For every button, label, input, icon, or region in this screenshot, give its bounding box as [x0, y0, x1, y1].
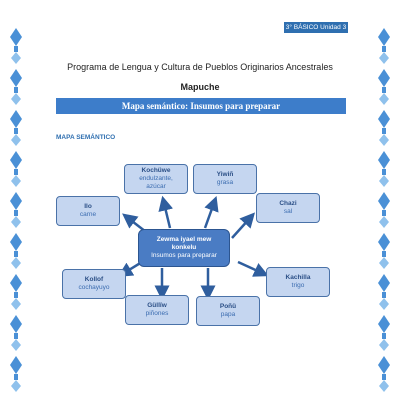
- center-node: Zewma iyael mew konkelu Insumos para pre…: [138, 229, 230, 267]
- node-word: Poñü: [219, 303, 237, 310]
- node-translation: carne: [79, 211, 97, 218]
- arrow-to-kachilla: [237, 260, 269, 277]
- border-motif: [11, 339, 21, 351]
- border-motif: [378, 315, 390, 333]
- border-motif: [379, 93, 389, 105]
- node-translation: trigo: [291, 282, 305, 289]
- node-translation: papa: [220, 311, 236, 318]
- node-word: Ilo: [84, 203, 92, 210]
- border-motif: [11, 380, 21, 392]
- node-ilo: Ilo carne: [56, 196, 120, 226]
- node-word: Kollof: [84, 276, 104, 283]
- border-motif: [11, 175, 21, 187]
- border-motif: [10, 356, 22, 374]
- border-motif: [11, 52, 21, 64]
- center-title: konkelu: [171, 244, 197, 251]
- border-motif: [378, 233, 390, 251]
- unit-badge: 3° BÁSICO Unidad 3: [284, 22, 348, 33]
- border-motif: [379, 134, 389, 146]
- border-motif: [14, 251, 18, 257]
- border-motif: [379, 298, 389, 310]
- node-word: Kachilla: [285, 274, 311, 281]
- decorative-border-left: [10, 28, 22, 392]
- border-motif: [14, 292, 18, 298]
- border-motif: [10, 233, 22, 251]
- border-motif: [382, 210, 386, 216]
- border-motif: [10, 110, 22, 128]
- border-motif: [14, 46, 18, 52]
- node-translation: cochayuyo: [78, 284, 110, 291]
- node-translation: grasa: [216, 179, 234, 186]
- border-motif: [11, 93, 21, 105]
- node-word: Yiwiñ: [216, 171, 234, 178]
- border-motif: [14, 128, 18, 134]
- border-motif: [379, 380, 389, 392]
- border-motif: [14, 374, 18, 380]
- border-motif: [379, 257, 389, 269]
- node-gulliw: Güllïw piñones: [125, 295, 189, 325]
- language-title: Mapuche: [180, 82, 220, 92]
- center-title: Zewma iyael mew: [156, 236, 212, 243]
- arrow-to-chazi: [231, 212, 256, 239]
- border-motif: [10, 274, 22, 292]
- border-motif: [382, 374, 386, 380]
- section-label: MAPA SEMÁNTICO: [56, 134, 116, 141]
- node-kollof: Kollof cochayuyo: [62, 269, 126, 299]
- border-motif: [11, 298, 21, 310]
- border-motif: [10, 28, 22, 46]
- border-motif: [379, 175, 389, 187]
- section-banner: Mapa semántico: Insumos para preparar: [56, 98, 346, 114]
- border-motif: [378, 151, 390, 169]
- border-motif: [382, 251, 386, 257]
- border-motif: [382, 87, 386, 93]
- border-motif: [378, 28, 390, 46]
- border-motif: [382, 169, 386, 175]
- border-motif: [14, 169, 18, 175]
- border-motif: [11, 216, 21, 228]
- border-motif: [379, 216, 389, 228]
- border-motif: [382, 333, 386, 339]
- border-motif: [378, 192, 390, 210]
- node-chazi: Chazi sal: [256, 193, 320, 223]
- node-kochuwe: Kochüwe endulzante, azúcar: [124, 164, 188, 194]
- node-ponu: Poñü papa: [196, 296, 260, 326]
- border-motif: [382, 128, 386, 134]
- border-motif: [378, 69, 390, 87]
- border-motif: [10, 69, 22, 87]
- node-translation: piñones: [145, 310, 169, 317]
- border-motif: [382, 46, 386, 52]
- border-motif: [382, 292, 386, 298]
- border-motif: [378, 110, 390, 128]
- border-motif: [379, 339, 389, 351]
- border-motif: [10, 151, 22, 169]
- node-translation: azúcar: [146, 183, 166, 190]
- arrow-to-kochuwe: [158, 195, 174, 229]
- border-motif: [379, 52, 389, 64]
- node-kachilla: Kachilla trigo: [266, 267, 330, 297]
- border-motif: [11, 134, 21, 146]
- node-word: Güllïw: [147, 302, 167, 309]
- node-translation: endulzante,: [139, 175, 173, 182]
- program-title: Programa de Lengua y Cultura de Pueblos …: [67, 62, 333, 72]
- border-motif: [378, 356, 390, 374]
- node-word: Kochüwe: [141, 167, 171, 174]
- decorative-border-right: [378, 28, 390, 392]
- node-word: Chazi: [279, 200, 297, 207]
- node-yiwin: Yiwiñ grasa: [193, 164, 257, 194]
- border-motif: [14, 87, 18, 93]
- node-translation: sal: [283, 208, 293, 215]
- border-motif: [10, 192, 22, 210]
- border-motif: [11, 257, 21, 269]
- border-motif: [14, 210, 18, 216]
- center-subtitle: Insumos para preparar: [151, 252, 217, 259]
- border-motif: [378, 274, 390, 292]
- border-motif: [10, 315, 22, 333]
- arrow-to-yiwin: [203, 195, 219, 229]
- border-motif: [14, 333, 18, 339]
